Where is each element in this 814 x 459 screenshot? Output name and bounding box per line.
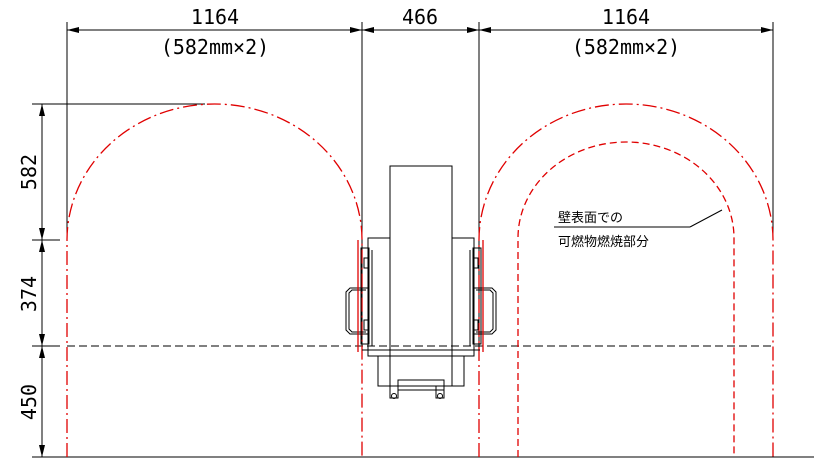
dim-top-right-detail: (582mm×2) xyxy=(572,35,680,59)
hinge xyxy=(473,257,479,269)
arrow-head xyxy=(39,228,45,240)
dim-top-center-value: 466 xyxy=(402,5,438,29)
arrow-head xyxy=(362,27,374,33)
annotation: 壁表面での 可燃物燃焼部分 xyxy=(554,209,723,250)
dim-left-middle: 374 xyxy=(17,276,41,312)
left-handle-inner xyxy=(348,289,366,333)
stove-left-panel xyxy=(367,237,391,357)
ash-tray xyxy=(397,379,445,391)
top-dimensions: 1164 (582mm×2) 466 1164 (582mm×2) xyxy=(66,5,774,352)
stove-right-edge xyxy=(472,247,482,345)
arrow-head xyxy=(39,445,45,457)
dim-top-left-value: 1164 xyxy=(191,5,239,29)
stove-right-panel xyxy=(451,237,475,357)
annotation-line1: 壁表面での xyxy=(558,211,623,226)
dim-top-right-value: 1164 xyxy=(602,5,650,29)
hinge xyxy=(363,257,369,269)
caster xyxy=(437,393,443,399)
arrow-head xyxy=(67,27,79,33)
stove-center-column xyxy=(389,165,453,387)
left-dimensions: 582 374 450 xyxy=(17,103,205,458)
left-handle xyxy=(345,287,368,335)
right-combustion-boundary xyxy=(478,103,774,457)
stove-left-edge xyxy=(360,247,370,345)
hinge xyxy=(473,319,479,331)
arrow-head xyxy=(39,346,45,358)
dim-top-left-detail: (582mm×2) xyxy=(161,35,269,59)
arrow-head xyxy=(467,27,479,33)
arrow-head xyxy=(39,104,45,116)
annotation-line2: 可燃物燃焼部分 xyxy=(558,234,649,250)
dim-left-upper: 582 xyxy=(17,154,41,190)
caster xyxy=(391,393,397,399)
stove-body xyxy=(345,165,497,399)
arrow-head xyxy=(39,334,45,346)
arrow-head xyxy=(350,27,362,33)
stove-base xyxy=(377,355,465,387)
left-combustion-boundary xyxy=(66,103,363,457)
dim-left-lower: 450 xyxy=(17,384,41,420)
leader-line xyxy=(689,209,723,228)
wall-surface-burn-zone xyxy=(517,141,735,457)
arrow-head xyxy=(761,27,773,33)
right-handle xyxy=(474,287,497,335)
right-handle-inner xyxy=(476,289,494,333)
arrow-head xyxy=(479,27,491,33)
arrow-head xyxy=(39,240,45,252)
hinge xyxy=(363,319,369,331)
